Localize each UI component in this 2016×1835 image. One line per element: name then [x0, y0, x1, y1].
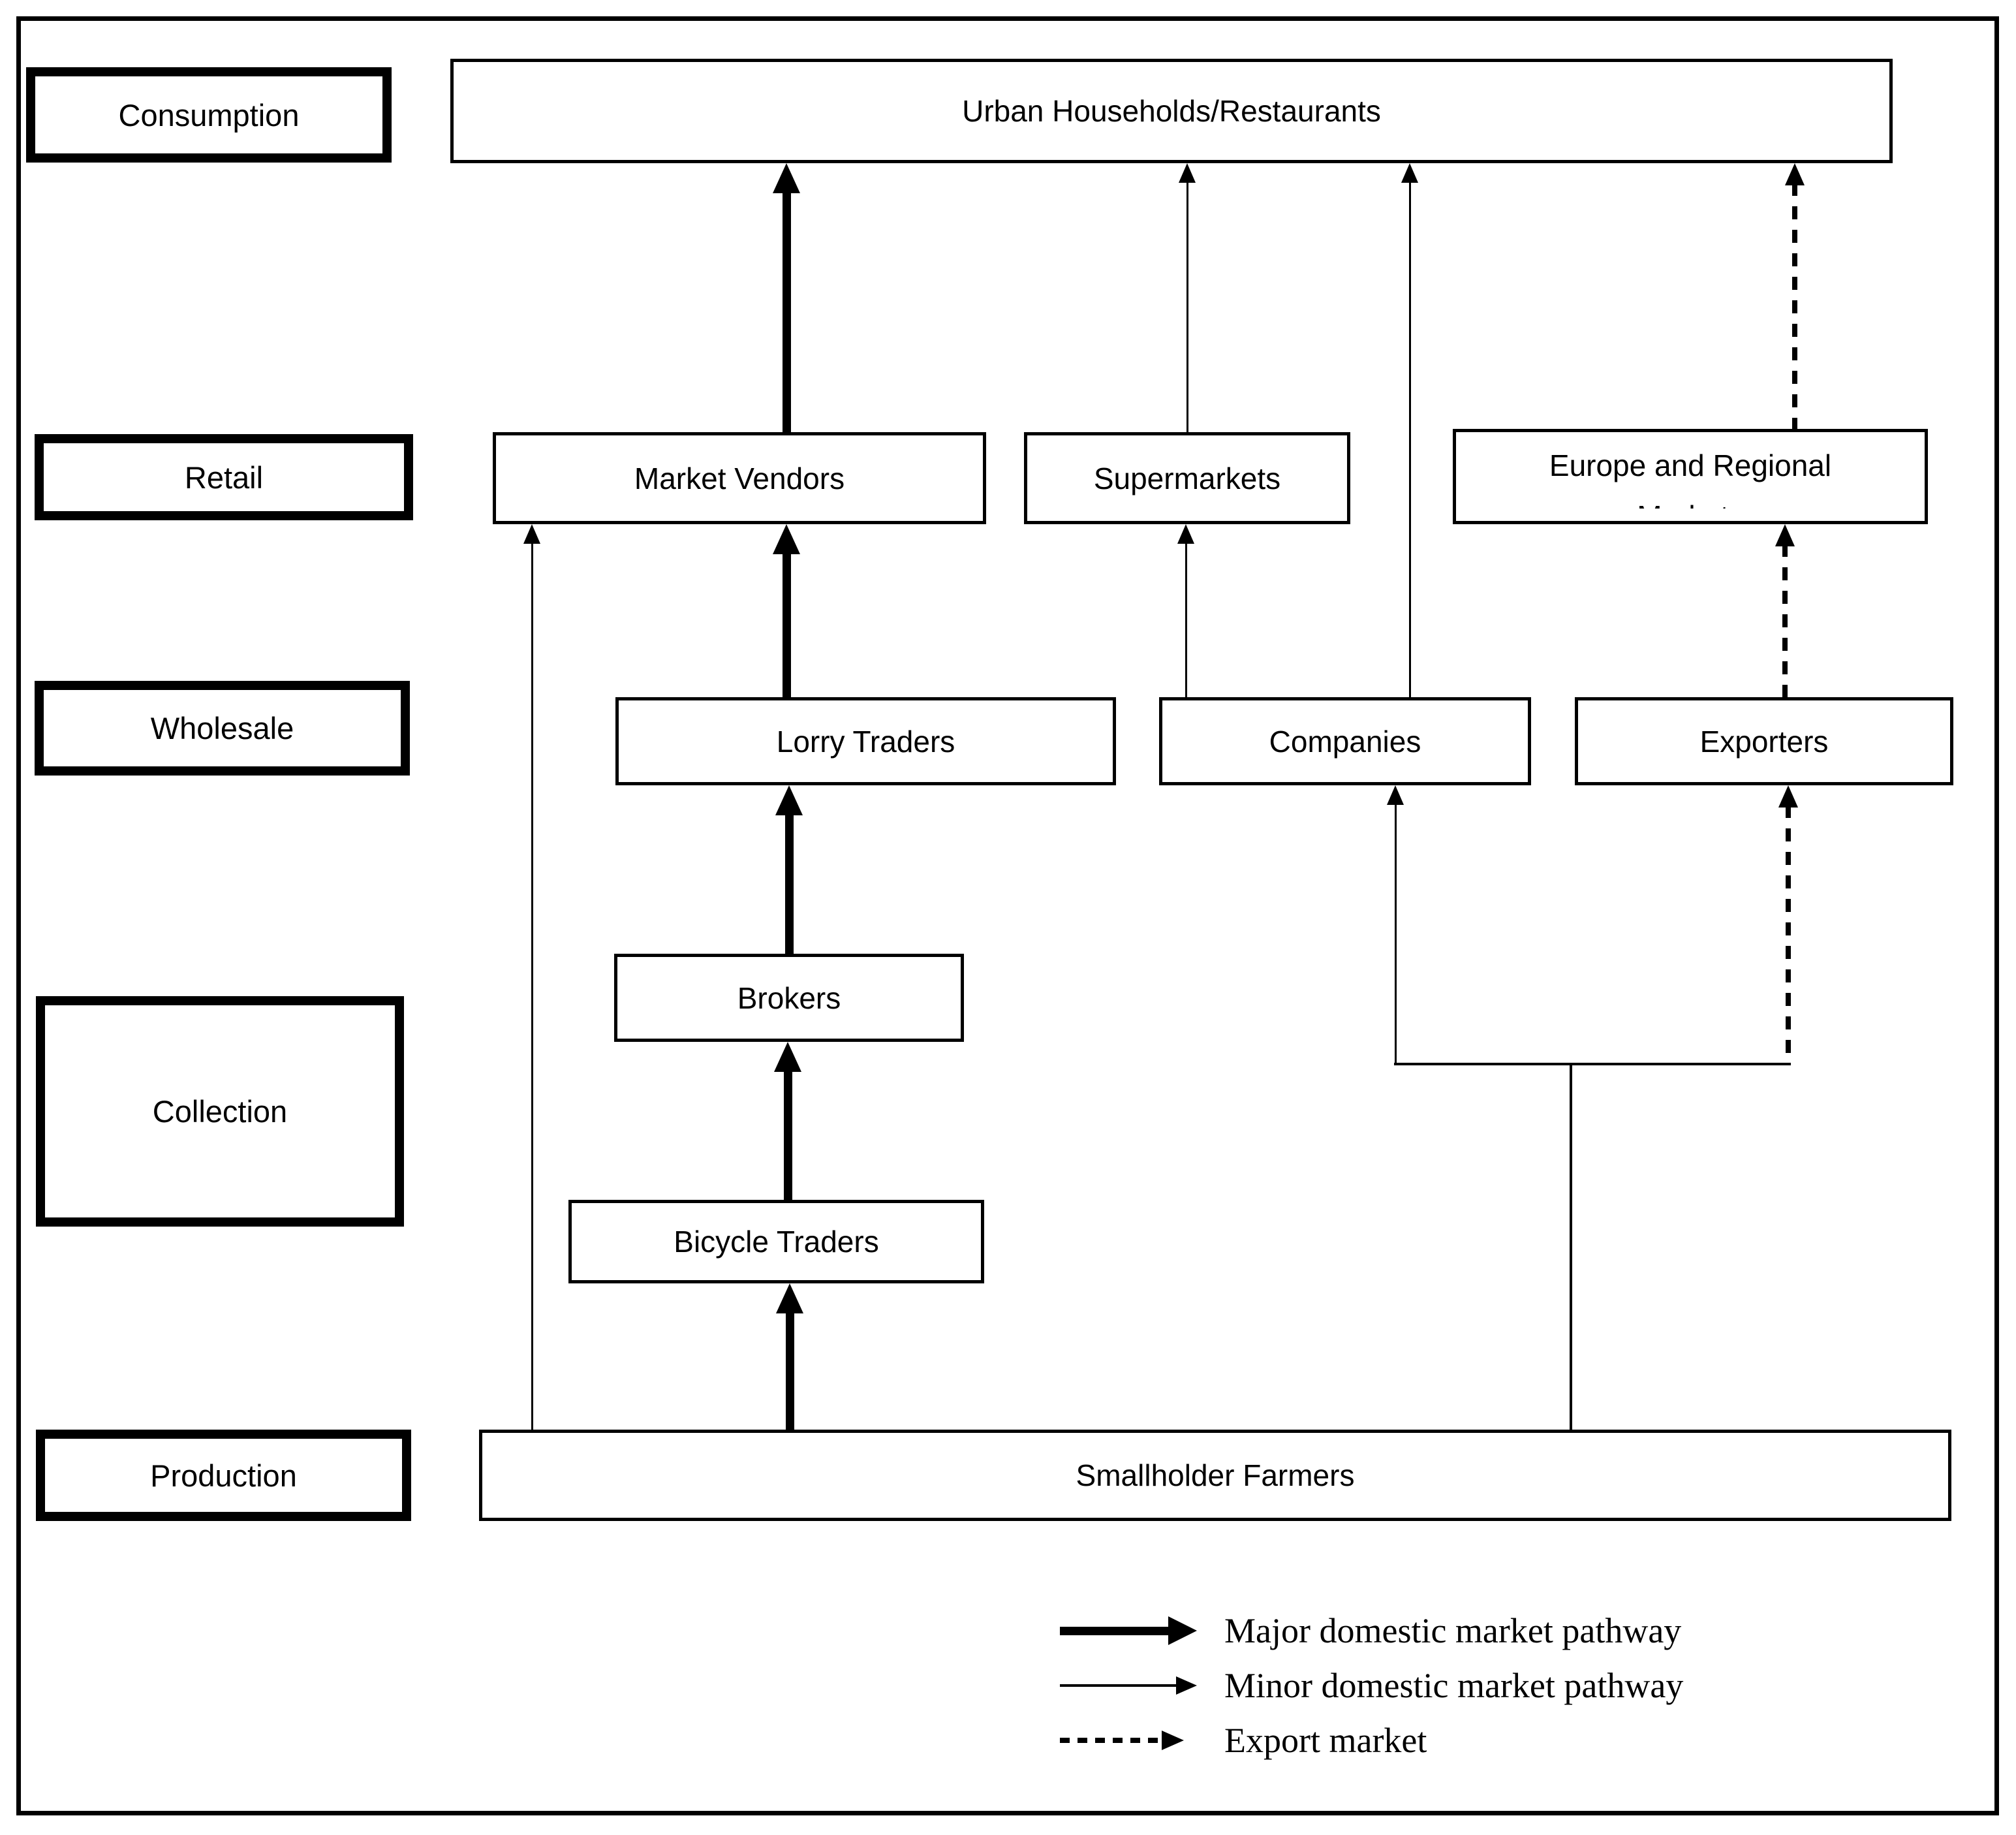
legend-label-major: Major domestic market pathway	[1224, 1611, 1682, 1650]
stage-box-wholesale: Wholesale	[35, 681, 410, 776]
edge-head-elbow-to-companies	[1387, 785, 1404, 805]
edge-lorry-to-vendors	[782, 552, 791, 697]
stage-box-consumption: Consumption	[26, 67, 392, 163]
edge-bicycle-to-brokers	[783, 1069, 792, 1200]
node-label-exporters: Exporters	[1699, 724, 1829, 759]
stage-label-collection: Collection	[152, 1094, 288, 1129]
edge-elbow-to-exporters	[1786, 805, 1791, 1064]
figure-border	[16, 16, 1999, 1815]
edge-supermkt-to-urban	[1186, 180, 1188, 432]
node-label-europe-regional: Europe and Regional	[1549, 448, 1832, 482]
legend-minor-arrow-icon	[1060, 1676, 1201, 1695]
edge-elbow-to-companies	[1394, 802, 1397, 1064]
edge-head-companies-to-supermkt	[1177, 524, 1194, 544]
node-box-exporters: Exporters	[1575, 697, 1953, 785]
legend-major-arrowhead	[1168, 1616, 1197, 1645]
node-box-urban: Urban Households/Restaurants	[450, 59, 1893, 163]
node-box-bicycle-traders: Bicycle Traders	[568, 1200, 984, 1283]
edge-farmers-to-vendors	[531, 541, 533, 1430]
legend-major-arrow-icon	[1060, 1616, 1201, 1645]
node-box-brokers: Brokers	[614, 954, 964, 1042]
stage-label-wholesale: Wholesale	[150, 711, 294, 745]
node-label-supermarkets: Supermarkets	[1093, 461, 1281, 495]
legend-minor-arrowhead	[1176, 1676, 1197, 1695]
node-box-europe-regional: Europe and RegionalMarkets	[1453, 429, 1928, 524]
edge-head-lorry-to-vendors	[773, 524, 800, 554]
node-box-lorry-traders: Lorry Traders	[615, 697, 1116, 785]
edge-head-farmers-to-bicycle	[776, 1283, 803, 1313]
legend-major-line	[1060, 1626, 1168, 1635]
node-box-supermarkets: Supermarkets	[1024, 432, 1350, 524]
edge-head-exporters-to-europe	[1775, 524, 1795, 546]
edge-head-bicycle-to-brokers	[774, 1042, 801, 1072]
edge-head-supermkt-to-urban	[1179, 163, 1196, 183]
legend-export-arrow-icon	[1060, 1731, 1201, 1750]
stage-box-retail: Retail	[35, 434, 413, 520]
edge-head-europe-to-urban	[1785, 163, 1805, 185]
legend-row-minor: Minor domestic market pathway	[1060, 1662, 1683, 1709]
node-label-market-vendors: Market Vendors	[634, 461, 845, 495]
edge-vendors-to-urban	[782, 191, 791, 432]
node-box-smallholder-farmers: Smallholder Farmers	[479, 1430, 1951, 1521]
stage-box-production: Production	[36, 1430, 411, 1521]
edge-head-farmers-to-vendors	[523, 524, 540, 544]
node-label-brokers: Brokers	[737, 980, 841, 1015]
legend-label-export: Export market	[1224, 1721, 1427, 1760]
node-label-companies: Companies	[1269, 724, 1421, 759]
edge-companies-to-urban	[1408, 180, 1411, 697]
stage-label-consumption: Consumption	[118, 97, 300, 133]
edge-farmers-to-bicycle	[785, 1311, 794, 1430]
edge-companies-to-supermkt	[1185, 541, 1187, 697]
edge-head-vendors-to-urban	[773, 163, 800, 193]
node-box-market-vendors: Market Vendors	[493, 432, 986, 524]
legend-label-minor: Minor domestic market pathway	[1224, 1666, 1684, 1705]
stage-label-retail: Retail	[184, 460, 264, 495]
edge-exporters-to-europe	[1782, 544, 1788, 697]
stage-box-collection: Collection	[36, 996, 404, 1227]
edge-brokers-to-lorry	[784, 813, 794, 954]
stage-label-production: Production	[150, 1458, 297, 1493]
legend-minor-line	[1060, 1684, 1176, 1687]
node-label-lorry-traders: Lorry Traders	[776, 724, 955, 759]
legend-row-export: Export market	[1060, 1717, 1427, 1764]
legend-row-major: Major domestic market pathway	[1060, 1607, 1681, 1654]
edge-head-brokers-to-lorry	[775, 785, 803, 815]
legend-export-line	[1060, 1738, 1162, 1743]
node-label2-clipped-europe-regional: Markets	[1456, 499, 1925, 509]
edge-elbow-horizontal	[1394, 1063, 1791, 1065]
node-box-companies: Companies	[1159, 697, 1531, 785]
node-label-smallholder-farmers: Smallholder Farmers	[1076, 1458, 1355, 1492]
node-label-bicycle-traders: Bicycle Traders	[674, 1225, 879, 1259]
node-label-urban: Urban Households/Restaurants	[962, 94, 1381, 128]
edge-europe-to-urban	[1792, 183, 1797, 429]
edge-farmers-elbow-stem	[1570, 1064, 1572, 1430]
legend-export-arrowhead	[1162, 1731, 1184, 1750]
edge-head-elbow-to-exporters	[1778, 785, 1798, 808]
edge-head-companies-to-urban	[1401, 163, 1418, 183]
